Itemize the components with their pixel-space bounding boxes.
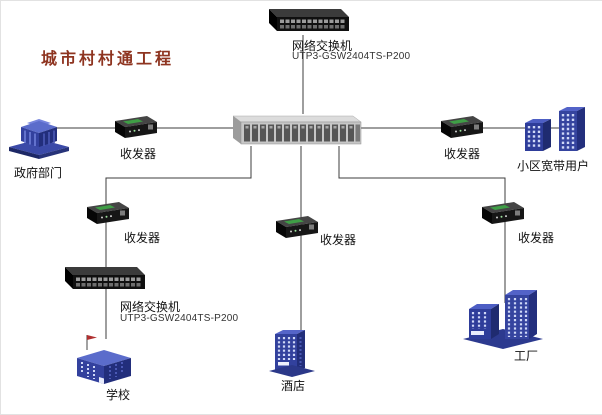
transceiver-icon [115, 116, 157, 138]
transceiver-icon [276, 216, 318, 238]
building-icon [525, 107, 585, 151]
government-building-icon [7, 103, 71, 159]
building-icon [463, 290, 543, 349]
bottom-switch-model: UTP3-GSW2404TS-P200 [120, 313, 239, 324]
hotel-building-icon [263, 326, 321, 380]
factory-label: 工厂 [514, 349, 539, 363]
community-buildings-icon [519, 99, 591, 157]
connection-line [338, 146, 506, 303]
transceiver-mid-center-icon [272, 212, 322, 242]
top-switch-icon [257, 5, 349, 37]
bottom-switch-icon [53, 263, 145, 295]
hotel-label: 酒店 [281, 379, 306, 393]
media-converter-rack-icon [227, 111, 363, 149]
transceiver-mid-left-icon [83, 198, 133, 228]
top-switch-model: UTP3-GSW2404TS-P200 [292, 51, 411, 62]
transceiver-top-left-icon [111, 112, 161, 142]
transceiver-top-right-icon [437, 112, 487, 142]
top-switch-label: 网络交换机 [292, 39, 353, 53]
government-label: 政府部门 [14, 166, 63, 180]
transceiver-icon [87, 202, 129, 224]
transceiver-label: 收发器 [120, 147, 157, 161]
transceiver-label: 收发器 [444, 147, 481, 161]
building-icon [9, 119, 69, 159]
community-label: 小区宽带用户 [517, 159, 590, 173]
transceiver-label: 收发器 [518, 231, 555, 245]
connection-line [105, 146, 252, 339]
switch-icon [65, 267, 145, 289]
diagram-title: 城市村村通工程 [41, 51, 175, 68]
factory-buildings-icon [459, 287, 547, 351]
school-building-icon [71, 332, 137, 388]
transceiver-label: 收发器 [124, 231, 161, 245]
transceiver-icon [482, 202, 524, 224]
building-icon [269, 330, 315, 377]
building-icon [77, 335, 131, 384]
transceiver-mid-right-icon [478, 198, 528, 228]
transceiver-label: 收发器 [320, 233, 357, 247]
switch-icon [269, 9, 349, 31]
transceiver-icon [441, 116, 483, 138]
rack-icon [232, 115, 362, 145]
bottom-switch-label: 网络交换机 [120, 300, 181, 314]
school-label: 学校 [106, 388, 131, 402]
